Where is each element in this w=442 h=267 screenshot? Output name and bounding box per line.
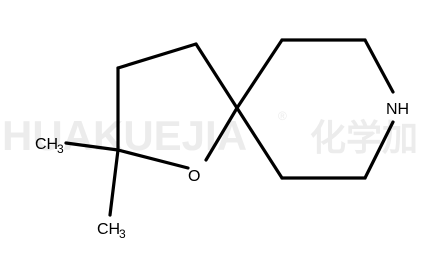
bond-spiro-o (204, 106, 239, 162)
bond-c4-c3 (116, 42, 198, 70)
atom-label-oxygen: O (188, 168, 200, 185)
atom-labels: NH O CH 3 CH 3 (35, 101, 409, 241)
atom-label-nh: NH (386, 101, 409, 118)
methyl-upper-subscript: 3 (57, 142, 64, 156)
bond-set (64, 38, 395, 217)
methyl-upper-ch: CH (35, 136, 58, 153)
methyl-lower-subscript: 3 (119, 227, 126, 241)
bond-spiro-c6 (235, 38, 284, 110)
bond-c7-n (363, 38, 395, 94)
methyl-group-lower: CH 3 (97, 221, 126, 241)
bond-c3-spiro (194, 42, 239, 110)
watermark-cjk: 化学加 (310, 117, 418, 159)
watermark-registered-mark: ® (278, 109, 287, 123)
bond-o-c2 (116, 148, 190, 170)
methyl-lower-ch: CH (97, 221, 120, 238)
bond-c10-spiro (235, 106, 284, 180)
bond-n-c9 (363, 120, 395, 180)
bond-c2-methyl-lower (108, 148, 120, 217)
bond-c2-methyl-upper (64, 141, 120, 152)
methyl-group-upper: CH 3 (35, 136, 64, 156)
